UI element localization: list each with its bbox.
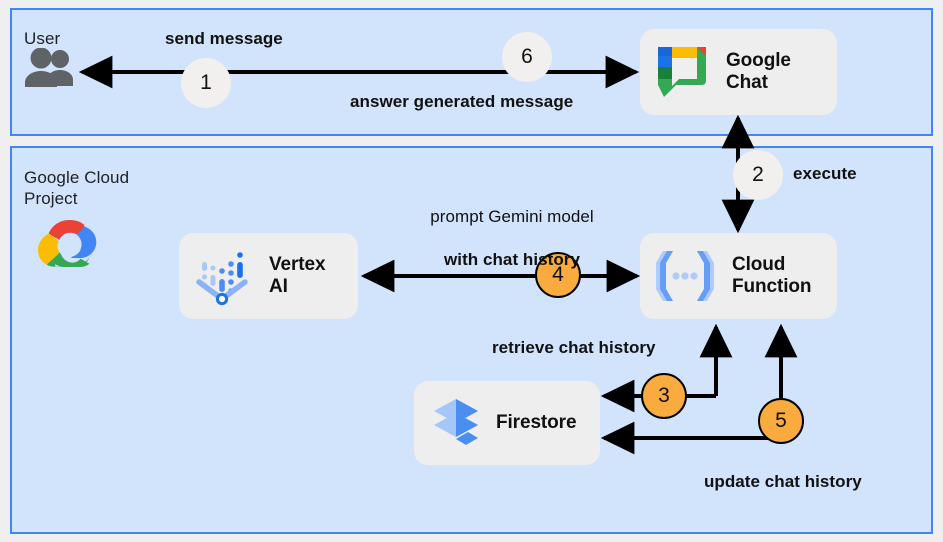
firestore-icon xyxy=(428,395,484,451)
flow-label-prompt-gemini: prompt Gemini model with chat history xyxy=(413,185,611,270)
cloud-function-icon xyxy=(654,247,716,305)
panel-user-title: User xyxy=(24,29,61,48)
step-badge-3: 3 xyxy=(641,373,687,419)
flow-label-update-chat-history: update chat history xyxy=(704,472,862,491)
flow-label-retrieve-chat-history: retrieve chat history xyxy=(492,338,656,357)
node-vertex-ai-label: Vertex AI xyxy=(269,253,326,297)
node-google-chat[interactable]: Google Chat xyxy=(640,29,837,115)
panel-google-cloud-project-title: Google Cloud Project xyxy=(24,168,130,209)
node-google-chat-label: Google Chat xyxy=(726,49,791,93)
step-badge-6: 6 xyxy=(502,32,552,82)
google-chat-icon xyxy=(654,43,710,101)
step-badge-1: 1 xyxy=(181,58,231,108)
users-icon xyxy=(22,47,78,93)
flow-label-execute: execute xyxy=(793,164,857,183)
flow-label-send-message: send message xyxy=(165,29,283,48)
vertex-ai-icon xyxy=(195,246,253,306)
step-badge-4: 4 xyxy=(535,252,581,298)
node-cloud-function-label: Cloud Function xyxy=(732,253,812,297)
google-cloud-icon xyxy=(38,218,100,275)
node-firestore-label: Firestore xyxy=(496,411,577,433)
node-cloud-function[interactable]: Cloud Function xyxy=(640,233,837,319)
node-vertex-ai[interactable]: Vertex AI xyxy=(179,233,358,319)
step-badge-2: 2 xyxy=(733,150,783,200)
flow-label-prompt-line1: prompt Gemini model xyxy=(430,207,594,227)
step-badge-5: 5 xyxy=(758,398,804,444)
flow-label-answer-generated-message: answer generated message xyxy=(350,92,574,111)
flow-label-prompt-line2: with chat history xyxy=(444,249,580,269)
node-firestore[interactable]: Firestore xyxy=(414,381,600,465)
